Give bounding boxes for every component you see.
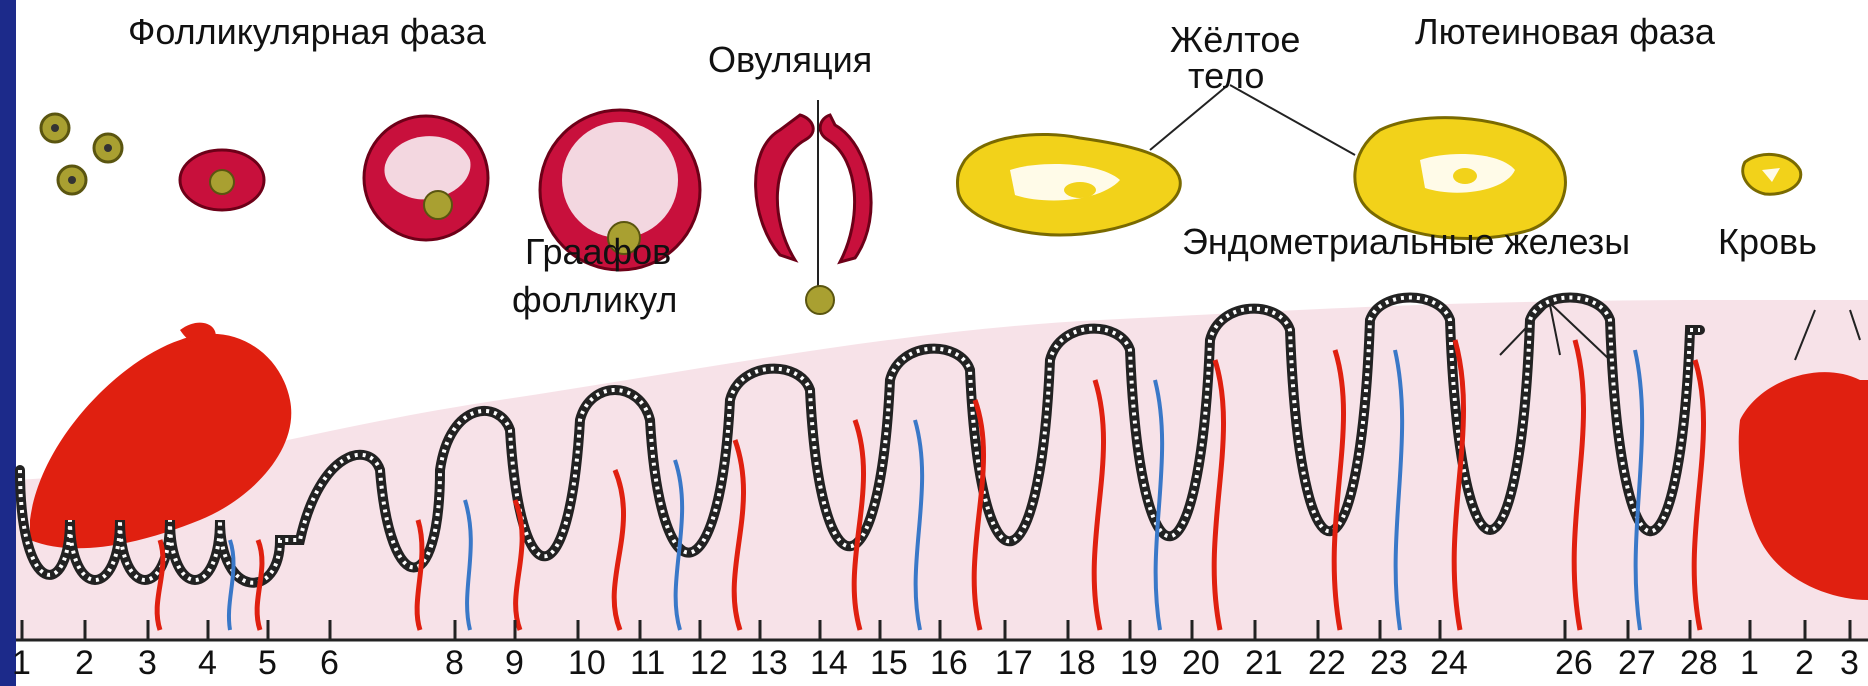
day-number: 14 bbox=[810, 644, 848, 683]
day-number: 24 bbox=[1430, 644, 1468, 683]
corpus-albicans bbox=[1743, 154, 1801, 194]
day-number: 17 bbox=[995, 644, 1033, 683]
day-number: 15 bbox=[870, 644, 908, 683]
day-number: 18 bbox=[1058, 644, 1096, 683]
corpus-luteum-label-line1: Жёлтое bbox=[1170, 20, 1300, 60]
day-number: 5 bbox=[258, 644, 277, 683]
day-number: 2 bbox=[75, 644, 94, 683]
day-number: 20 bbox=[1182, 644, 1220, 683]
day-number: 2 bbox=[1795, 644, 1814, 683]
day-number: 1 bbox=[12, 644, 31, 683]
ovulating-follicle bbox=[756, 100, 871, 314]
day-number: 19 bbox=[1120, 644, 1158, 683]
endometrial-glands-label: Эндометриальные железы bbox=[1182, 222, 1630, 262]
graafian-follicle-label-line2: фолликул bbox=[512, 280, 677, 320]
day-number: 12 bbox=[690, 644, 728, 683]
secondary-follicle bbox=[364, 116, 488, 240]
primordial-follicles bbox=[41, 114, 122, 194]
luteal-phase-label: Лютеиновая фаза bbox=[1415, 12, 1715, 52]
corpus-luteum-developing bbox=[957, 134, 1180, 235]
day-number: 16 bbox=[930, 644, 968, 683]
day-number: 1 bbox=[1740, 644, 1759, 683]
day-number: 3 bbox=[138, 644, 157, 683]
day-number: 28 bbox=[1680, 644, 1718, 683]
graafian-follicle-label-line1: Граафов bbox=[525, 232, 671, 272]
ovulation-label: Овуляция bbox=[708, 40, 872, 80]
primary-follicle bbox=[180, 150, 264, 210]
day-number: 27 bbox=[1618, 644, 1656, 683]
day-number: 3 bbox=[1840, 644, 1859, 683]
corpus-luteum-label-line2: тело bbox=[1188, 56, 1264, 96]
day-number: 9 bbox=[505, 644, 524, 683]
day-number: 8 bbox=[445, 644, 464, 683]
follicular-phase-label: Фолликулярная фаза bbox=[128, 12, 486, 52]
day-number: 6 bbox=[320, 644, 339, 683]
day-number: 13 bbox=[750, 644, 788, 683]
day-number: 26 bbox=[1555, 644, 1593, 683]
day-number: 4 bbox=[198, 644, 217, 683]
day-number: 21 bbox=[1245, 644, 1283, 683]
day-number: 11 bbox=[630, 644, 665, 683]
day-number: 22 bbox=[1308, 644, 1346, 683]
day-number: 10 bbox=[568, 644, 606, 683]
day-number: 23 bbox=[1370, 644, 1408, 683]
blood-label: Кровь bbox=[1718, 222, 1817, 262]
